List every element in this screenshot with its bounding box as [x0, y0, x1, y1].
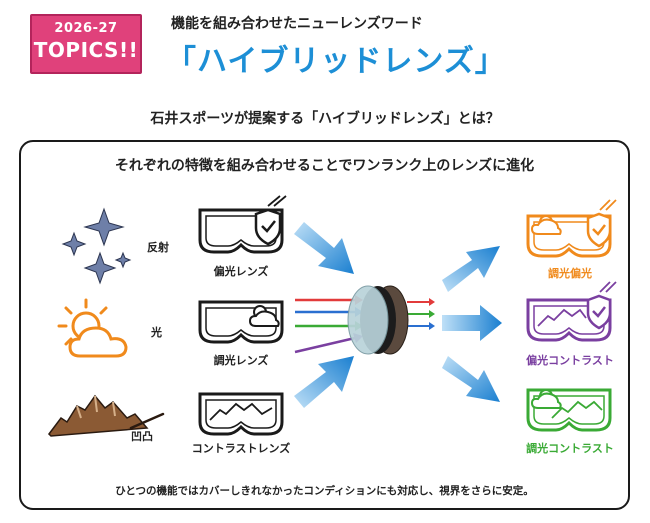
- hybrid-label-photochromic-polarized: 調光偏光: [548, 267, 592, 280]
- condition-label-terrain: 凹凸: [131, 430, 153, 443]
- lens-stack-icon: [347, 285, 409, 355]
- arrow-icon: [442, 246, 500, 292]
- hybrid-label-photochromic-contrast: 調光コントラスト: [526, 442, 614, 455]
- condition-label-light: 光: [151, 326, 162, 339]
- lens-label-photochromic: 調光レンズ: [213, 354, 269, 367]
- header-subtitle: 機能を組み合わせたニューレンズワード: [171, 16, 423, 32]
- question-heading: 石井スポーツが提案する「ハイブリッドレンズ」とは？: [150, 111, 500, 127]
- page-title: 「ハイブリッドレンズ」: [166, 44, 506, 79]
- sparkles-icon: [61, 207, 132, 285]
- badge-year: 2026-27: [54, 21, 118, 36]
- topics-badge: 2026-27 TOPICS!!: [30, 14, 142, 74]
- goggle-mountain-icon: [198, 392, 284, 436]
- arrow-icon: [442, 305, 502, 341]
- arrow-icon: [294, 222, 354, 274]
- explanation-panel: [19, 140, 630, 510]
- goggle-mountain-sun-icon: [526, 388, 612, 432]
- arrow-icon: [294, 356, 354, 408]
- badge-label: TOPICS!!: [33, 38, 139, 62]
- goggle-shield-icon: [198, 195, 287, 254]
- condition-label-reflection: 反射: [147, 241, 169, 254]
- panel-heading: それぞれの特徴を組み合わせることでワンランク上のレンズに進化: [114, 158, 535, 174]
- panel-footer-note: ひとつの機能ではカバーしきれなかったコンディションにも対応し、視界をさらに安定。: [115, 485, 534, 497]
- goggle-sun-icon: [198, 300, 284, 344]
- goggle-sun-shield-icon: [526, 199, 617, 258]
- sun-cloud-icon: [57, 298, 128, 358]
- hybrid-label-polarized-contrast: 偏光コントラスト: [526, 354, 614, 367]
- arrow-icon: [442, 356, 500, 402]
- mountain-icon: [48, 394, 165, 437]
- lens-label-polarized: 偏光レンズ: [213, 265, 269, 278]
- lens-label-contrast: コントラストレンズ: [191, 442, 291, 455]
- goggle-mountain-shield-icon: [526, 281, 617, 342]
